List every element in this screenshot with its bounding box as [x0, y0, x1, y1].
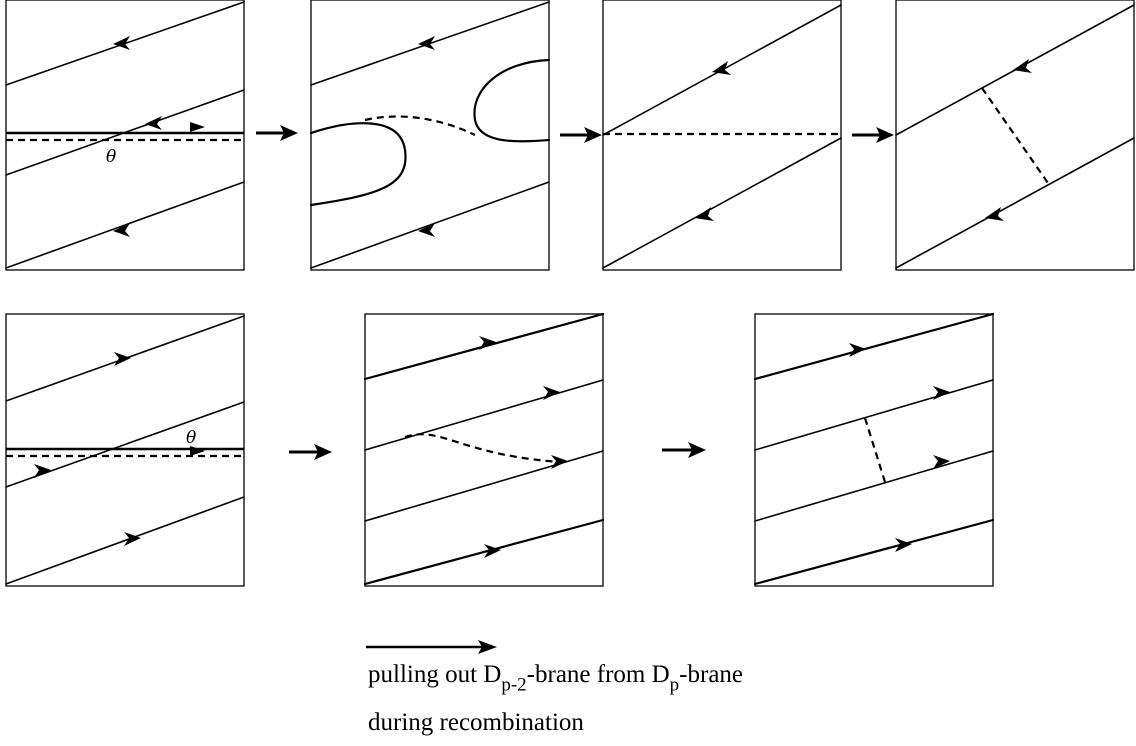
brane-line — [753, 312, 995, 381]
right-arrow-icon — [124, 532, 141, 546]
legend-line-1: pulling out Dp-2-brane from Dp-brane — [368, 662, 743, 695]
brane-line — [754, 379, 994, 451]
legend-subscript-p: p — [669, 674, 680, 696]
bottom-panel-1: θ — [5, 313, 245, 587]
panel-frame — [5, 0, 245, 271]
dashed-brane — [364, 115, 476, 136]
left-arrow-icon — [113, 223, 130, 237]
right-arrow-icon — [190, 446, 205, 456]
brane-line — [5, 496, 245, 585]
right-arrow-icon — [114, 352, 131, 366]
left-arrow-icon — [695, 207, 714, 221]
brane-line — [364, 450, 604, 522]
left-arrow-icon — [1013, 59, 1032, 73]
legend-subscript-p-2: p-2 — [501, 674, 527, 696]
step-arrow-icon — [314, 444, 332, 460]
right-arrow-icon — [479, 336, 496, 350]
right-arrow-icon — [34, 464, 51, 478]
theta-label: θ — [186, 428, 196, 448]
right-arrow-icon — [933, 386, 950, 400]
left-arrow-icon — [985, 207, 1004, 221]
legend-arrow — [366, 640, 497, 654]
recombined-brane — [309, 122, 407, 207]
legend-text-suffix: -brane — [679, 661, 744, 688]
right-arrow-icon — [484, 544, 501, 558]
left-arrow-icon — [418, 36, 435, 50]
right-arrow-icon — [551, 455, 568, 469]
brane-line — [754, 450, 994, 522]
dashed-brane — [404, 433, 561, 464]
brane-line — [5, 181, 245, 269]
panel-frame — [310, 0, 550, 271]
top-panel-2 — [309, 0, 551, 271]
left-arrow-icon — [418, 223, 435, 237]
dashed-brane — [981, 87, 1049, 184]
panel-frame — [364, 313, 604, 587]
step-arrow-icon — [876, 127, 894, 143]
left-arrow-icon — [145, 116, 162, 130]
panel-frame — [754, 313, 994, 587]
top-panel-4 — [895, 0, 1135, 271]
panel-frame — [602, 0, 842, 271]
step-arrow-icon — [688, 442, 706, 458]
left-arrow-icon — [113, 36, 130, 50]
brane-line — [363, 518, 605, 586]
bottom-panel-3 — [753, 312, 995, 587]
dashed-brane — [863, 417, 887, 483]
brane-line — [602, 137, 842, 269]
right-arrow-icon — [543, 386, 560, 400]
legend-text-prefix: pulling out D — [368, 661, 502, 688]
brane-line — [310, 181, 550, 269]
brane-line — [364, 379, 604, 451]
brane-line — [753, 518, 995, 586]
legend-line-2: during recombination — [368, 709, 584, 736]
right-arrow-icon — [849, 343, 866, 357]
step-arrow-icon — [280, 125, 298, 141]
legend-arrow-icon — [478, 640, 497, 654]
theta-label: θ — [106, 147, 116, 167]
brane-line — [895, 137, 1135, 269]
right-arrow-icon — [895, 538, 912, 552]
top-panel-3 — [602, 0, 842, 271]
top-panel-1: θ — [5, 0, 245, 271]
recombined-brane — [473, 58, 551, 143]
brane-line — [5, 401, 245, 488]
right-arrow-icon — [190, 122, 205, 132]
right-arrow-icon — [933, 455, 950, 469]
legend-text-middle: -brane from D — [526, 661, 670, 688]
step-arrow-icon — [584, 127, 602, 143]
bottom-panel-2 — [363, 312, 605, 587]
left-arrow-icon — [712, 61, 731, 75]
panel-frame — [895, 0, 1135, 271]
